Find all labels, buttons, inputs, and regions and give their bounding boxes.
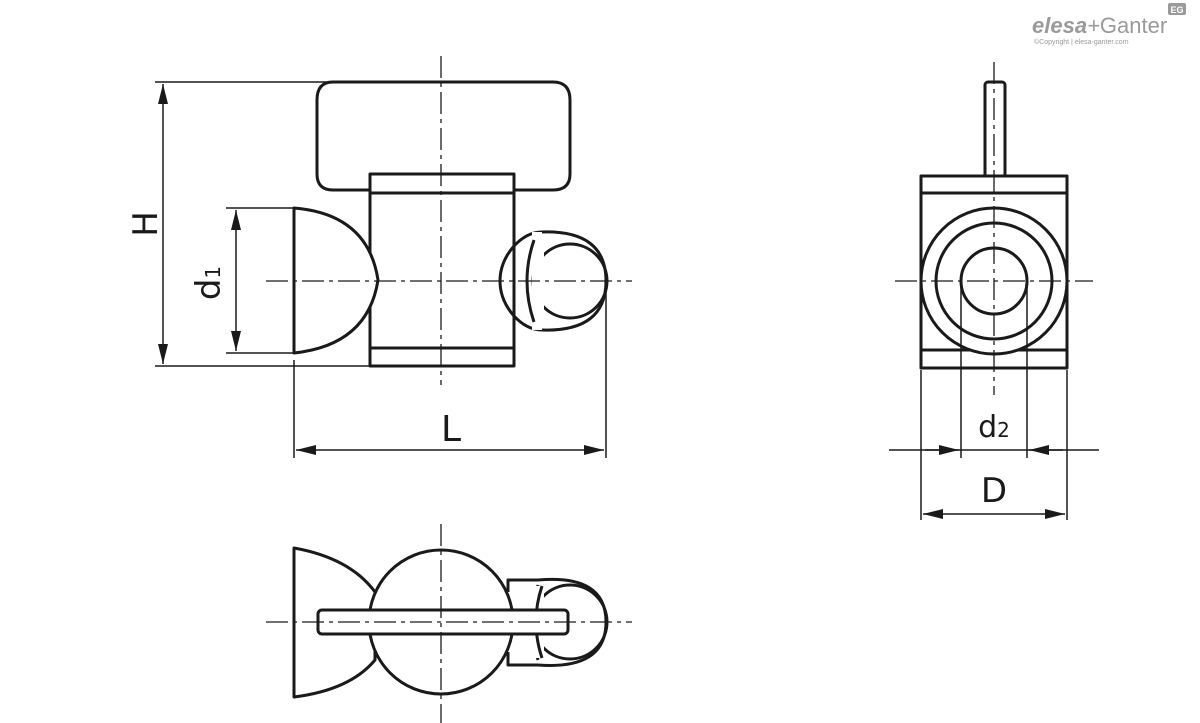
front-view — [292, 80, 609, 368]
brand-logo: elesa+Ganter EG ©Copyright | elesa-gante… — [1032, 3, 1186, 46]
svg-text:elesa+Ganter: elesa+Ganter — [1032, 13, 1167, 38]
dimension-label-d2: d2 — [978, 410, 1010, 445]
dimension-label-L: L — [441, 409, 461, 450]
side-view-centerlines — [895, 62, 1093, 395]
handle-body — [315, 80, 572, 192]
dimension-label-d1: d1 — [189, 266, 229, 300]
front-view-dimensions — [155, 81, 607, 458]
brand-badge — [1168, 3, 1186, 15]
brand-badge-text: EG — [1170, 5, 1183, 15]
side-handle-stem — [983, 80, 1007, 192]
brand-name-separator: + — [1087, 13, 1100, 38]
ball-socket-left — [292, 206, 380, 355]
top-view-centerlines — [266, 524, 632, 723]
dimension-label-D: D — [981, 471, 1007, 511]
front-view-centerlines — [266, 56, 632, 385]
brand-name-part2: Ganter — [1100, 13, 1167, 38]
brand-copyright: ©Copyright | elesa-ganter.com — [1034, 38, 1129, 46]
side-view-dimensions — [889, 281, 1099, 520]
valve-body — [368, 172, 516, 368]
dimension-label-H: H — [126, 211, 166, 237]
brand-name-part1: elesa — [1032, 13, 1087, 38]
